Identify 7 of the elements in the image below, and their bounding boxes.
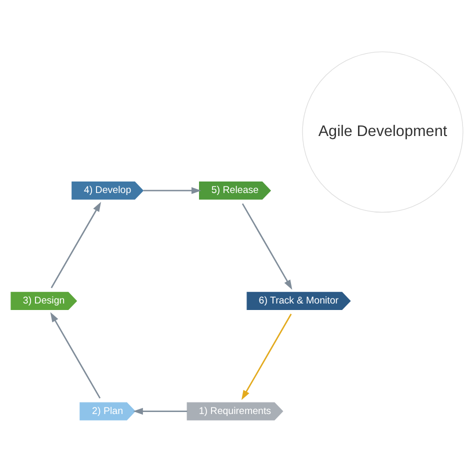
arrow	[242, 202, 292, 290]
arrow	[50, 312, 101, 398]
node-circle: Agile Development	[302, 50, 464, 212]
arrow	[143, 186, 202, 194]
arrow	[133, 407, 188, 414]
arrow	[241, 313, 292, 400]
arrow	[50, 201, 102, 288]
